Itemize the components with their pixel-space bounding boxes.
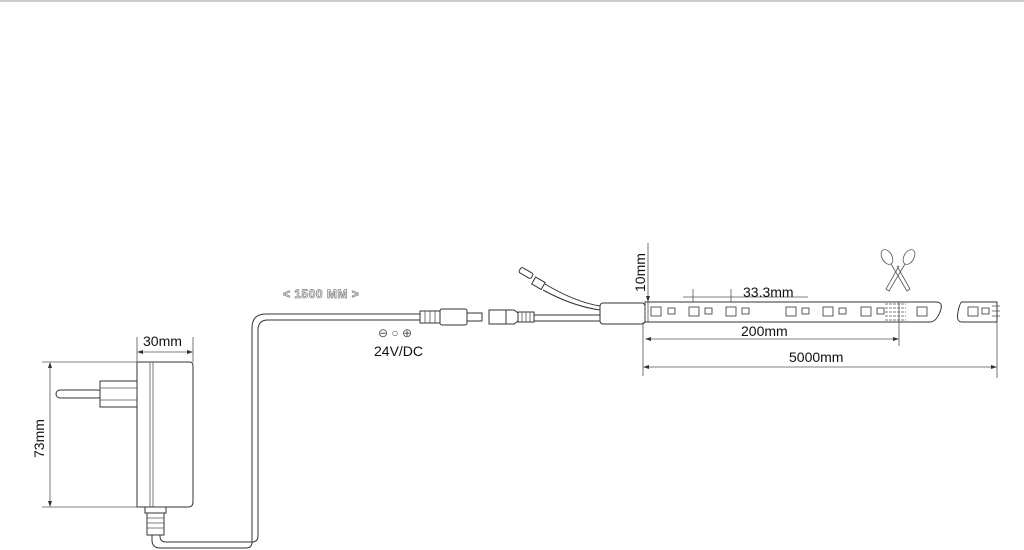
label-73mm: 73mm [31, 419, 47, 458]
label-5000mm: 5000mm [789, 349, 843, 365]
junction-box [599, 302, 646, 325]
label-200mm: 200mm [741, 323, 788, 339]
label-10mm: 10mm [632, 253, 648, 292]
label-30mm: 30mm [143, 333, 182, 349]
scissors-icon [880, 249, 916, 292]
dimension-adapter-width: 30mm [136, 333, 194, 362]
label-cable-length: < 1500 MM > [283, 287, 359, 301]
dimension-led-pitch: 33.3mm [683, 284, 808, 302]
power-cable: < 1500 MM > [151, 287, 420, 549]
dc-male-connector [419, 308, 483, 326]
cut-pads [885, 303, 1000, 321]
led-chips [650, 306, 990, 317]
polarity-symbol: ⊖ ○ ⊕ [378, 326, 412, 340]
dimension-strip-height: 10mm [632, 243, 650, 322]
dimension-cut-unit: 200mm [645, 302, 900, 346]
dimension-adapter-height: 73mm [31, 361, 137, 508]
power-adapter [55, 361, 194, 536]
dimension-strip-length: 5000mm [642, 322, 998, 378]
led-strip [644, 301, 1000, 323]
branch-lead [518, 267, 601, 311]
label-voltage: 24V/DC [374, 343, 423, 359]
label-33-3mm: 33.3mm [743, 284, 794, 300]
dc-female-connector [488, 309, 600, 325]
